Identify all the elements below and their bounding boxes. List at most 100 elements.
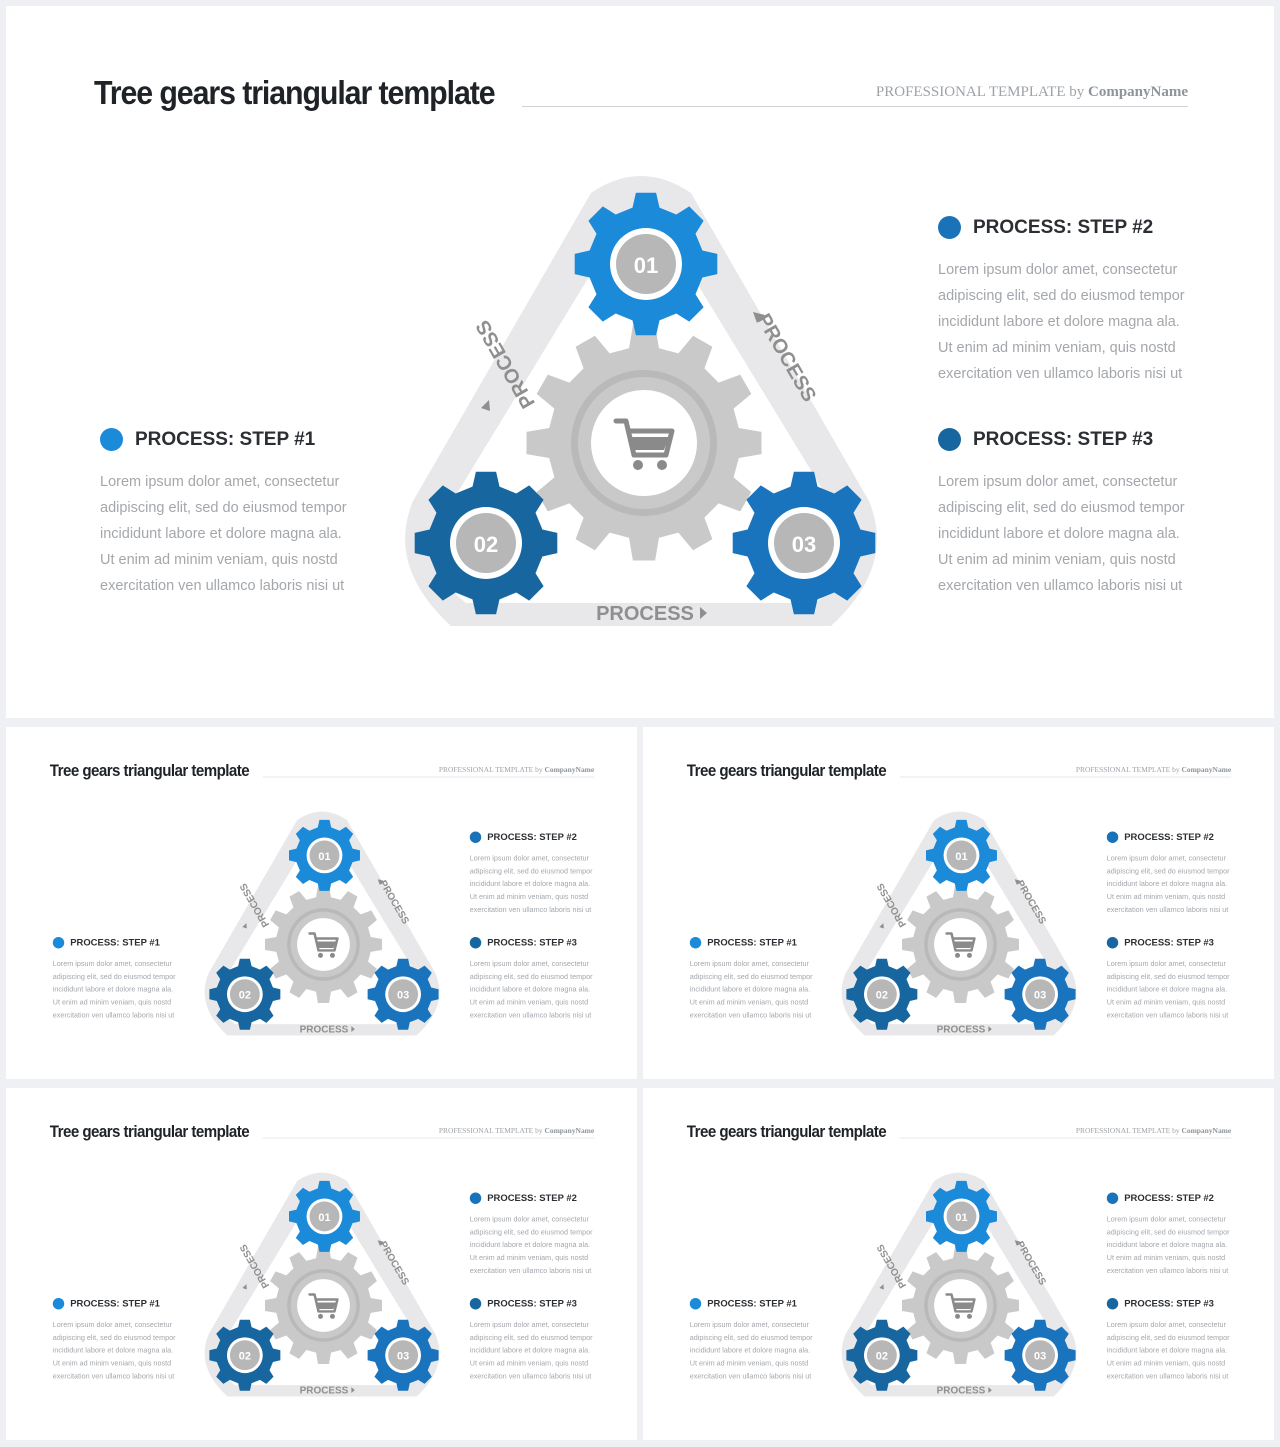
gear-03-hub [388, 979, 419, 1010]
process-label-bottom: PROCESS [300, 1386, 349, 1397]
center-gear [526, 325, 762, 561]
gear-01-hub [616, 234, 676, 294]
gear-02: 02 [209, 1319, 281, 1391]
center-gear [265, 885, 382, 1003]
gear-03-label: 03 [1034, 1351, 1046, 1363]
step-1-line: adipiscing elit, sed do eiusmod tempor [52, 972, 176, 981]
step-1-heading: PROCESS: STEP #1 [707, 1298, 797, 1309]
step-1-line: adipiscing elit, sed do eiusmod tempor [52, 1333, 176, 1342]
gear-02-label: 02 [876, 1351, 888, 1363]
brand-text: PROFESSIONAL TEMPLATE by CompanyName [439, 1127, 594, 1135]
step-1-line: incididunt labore et dolore magna ala. [100, 526, 342, 542]
step-3-line: exercitation ven ullamco laboris nisi ut [469, 1372, 592, 1381]
brand-name: CompanyName [544, 765, 595, 774]
gear-03-label: 03 [1034, 990, 1046, 1002]
gear-02-hub [866, 979, 897, 1010]
gear-02-label: 02 [239, 1351, 251, 1363]
gear-01-label: 01 [955, 851, 967, 863]
gear-03: 03 [1004, 1319, 1076, 1391]
gear-02: 02 [846, 958, 918, 1030]
brand-text: PROFESSIONAL TEMPLATE by CompanyName [1076, 1127, 1231, 1135]
gear-03: 03 [732, 471, 876, 615]
arrow-left-icon [879, 923, 884, 929]
gear-02-label: 02 [876, 990, 888, 1002]
shopping-cart-icon [613, 418, 675, 470]
slide-title: Tree gears triangular template [686, 1121, 887, 1141]
slide-thumb-2[interactable]: Tree gears triangular template PROFESSIO… [643, 727, 1274, 1079]
slide-thumb-3[interactable]: Tree gears triangular template PROFESSIO… [6, 1088, 637, 1440]
step-3-dot [1106, 937, 1119, 949]
step-2-block: PROCESS: STEP #2 Lorem ipsum dolor amet,… [1106, 831, 1236, 917]
step-2-line: exercitation ven ullamco laboris nisi ut [469, 906, 592, 915]
step-2-dot [938, 216, 961, 239]
step-2-line: incididunt labore et dolore magna ala. [1106, 1241, 1228, 1250]
slide-content: Tree gears triangular template PROFESSIO… [6, 6, 1274, 718]
arrow-right-icon [753, 312, 765, 323]
arrow-left-icon [242, 1284, 247, 1290]
center-gear [902, 885, 1019, 1003]
step-1-dot [52, 937, 65, 949]
arrow-bottom-icon [351, 1387, 355, 1394]
step-1-text: Lorem ipsum dolor amet, consectetur adip… [690, 1318, 819, 1383]
step-1-heading-row: PROCESS: STEP #1 [100, 428, 360, 451]
step-3-line: incididunt labore et dolore magna ala. [1106, 985, 1228, 994]
gear-02: 02 [209, 958, 281, 1030]
step-2-block: PROCESS: STEP #2 Lorem ipsum dolor amet,… [469, 831, 599, 917]
step-2-heading: PROCESS: STEP #2 [487, 1192, 577, 1204]
step-2-line: adipiscing elit, sed do eiusmod tempor [1106, 867, 1230, 876]
brand-prefix: PROFESSIONAL TEMPLATE by [1075, 765, 1180, 774]
slide-content: Tree gears triangular template PROFESSIO… [6, 727, 637, 1079]
brand-name: CompanyName [1181, 765, 1232, 774]
process-label-bottom: PROCESS [596, 603, 694, 625]
step-1-line: incididunt labore et dolore magna ala. [689, 1346, 811, 1355]
step-3-text: Lorem ipsum dolor amet, consectetur adip… [470, 957, 599, 1022]
slide-title: Tree gears triangular template [49, 760, 250, 780]
step-1-line: exercitation ven ullamco laboris nisi ut [689, 1372, 812, 1381]
slide-title: Tree gears triangular template [686, 760, 887, 780]
step-3-heading-row: PROCESS: STEP #3 [938, 428, 1198, 451]
step-2-heading: PROCESS: STEP #2 [973, 216, 1154, 238]
arrow-right-icon [1014, 1240, 1021, 1246]
gear-01-hub [309, 840, 340, 871]
step-1-dot [100, 428, 123, 451]
step-1-line: exercitation ven ullamco laboris nisi ut [689, 1011, 812, 1020]
slide-thumb-4[interactable]: Tree gears triangular template PROFESSIO… [643, 1088, 1274, 1440]
step-2-line: exercitation ven ullamco laboris nisi ut [938, 366, 1183, 382]
step-3-line: adipiscing elit, sed do eiusmod tempor [1106, 1333, 1230, 1342]
slide-thumb-1[interactable]: Tree gears triangular template PROFESSIO… [6, 727, 637, 1079]
step-2-line: Lorem ipsum dolor amet, consectetur [1106, 1215, 1226, 1224]
step-1-line: Ut enim ad minim veniam, quis nostd [100, 552, 338, 568]
shopping-cart-icon [308, 1293, 339, 1319]
step-2-text: Lorem ipsum dolor amet, consectetur adip… [470, 852, 599, 917]
slide-title: Tree gears triangular template [94, 74, 496, 111]
step-2-line: exercitation ven ullamco laboris nisi ut [1106, 1267, 1229, 1276]
step-1-line: Ut enim ad minim veniam, quis nostd [52, 998, 172, 1007]
step-1-line: exercitation ven ullamco laboris nisi ut [100, 578, 345, 594]
gear-03: 03 [367, 958, 439, 1030]
step-3-text: Lorem ipsum dolor amet, consectetur adip… [1107, 1318, 1236, 1383]
step-1-dot [52, 1298, 65, 1310]
gear-03-label: 03 [397, 990, 409, 1002]
step-1-block: PROCESS: STEP #1 Lorem ipsum dolor amet,… [689, 937, 819, 1022]
step-3-line: exercitation ven ullamco laboris nisi ut [938, 578, 1183, 594]
gear-02-label: 02 [474, 532, 498, 557]
step-2-heading: PROCESS: STEP #2 [487, 831, 577, 843]
step-2-line: Ut enim ad minim veniam, quis nostd [1106, 893, 1226, 902]
gear-03-hub [1025, 1340, 1056, 1371]
step-1-text: Lorem ipsum dolor amet, consectetur adip… [53, 1318, 182, 1383]
step-2-block: PROCESS: STEP #2 Lorem ipsum dolor amet,… [469, 1192, 599, 1278]
step-1-line: incididunt labore et dolore magna ala. [52, 1346, 174, 1355]
gear-02: 02 [414, 471, 558, 615]
slide-large[interactable]: Tree gears triangular template PROFESSIO… [6, 6, 1274, 718]
step-2-heading: PROCESS: STEP #2 [1124, 1192, 1214, 1204]
gear-triangle-diagram: 01 02 03 PROCESS PROCESS PROCESS [405, 176, 877, 626]
step-3-line: adipiscing elit, sed do eiusmod tempor [469, 1333, 593, 1342]
arrow-right-icon [377, 1240, 384, 1246]
gear-02: 02 [846, 1319, 918, 1391]
step-3-line: Lorem ipsum dolor amet, consectetur [1106, 1320, 1226, 1329]
gear-01-label: 01 [955, 1212, 967, 1224]
step-2-dot [469, 1192, 482, 1204]
step-2-line: Ut enim ad minim veniam, quis nostd [469, 893, 589, 902]
step-2-line: incididunt labore et dolore magna ala. [938, 314, 1180, 330]
step-3-heading-row: PROCESS: STEP #3 [1106, 937, 1236, 949]
